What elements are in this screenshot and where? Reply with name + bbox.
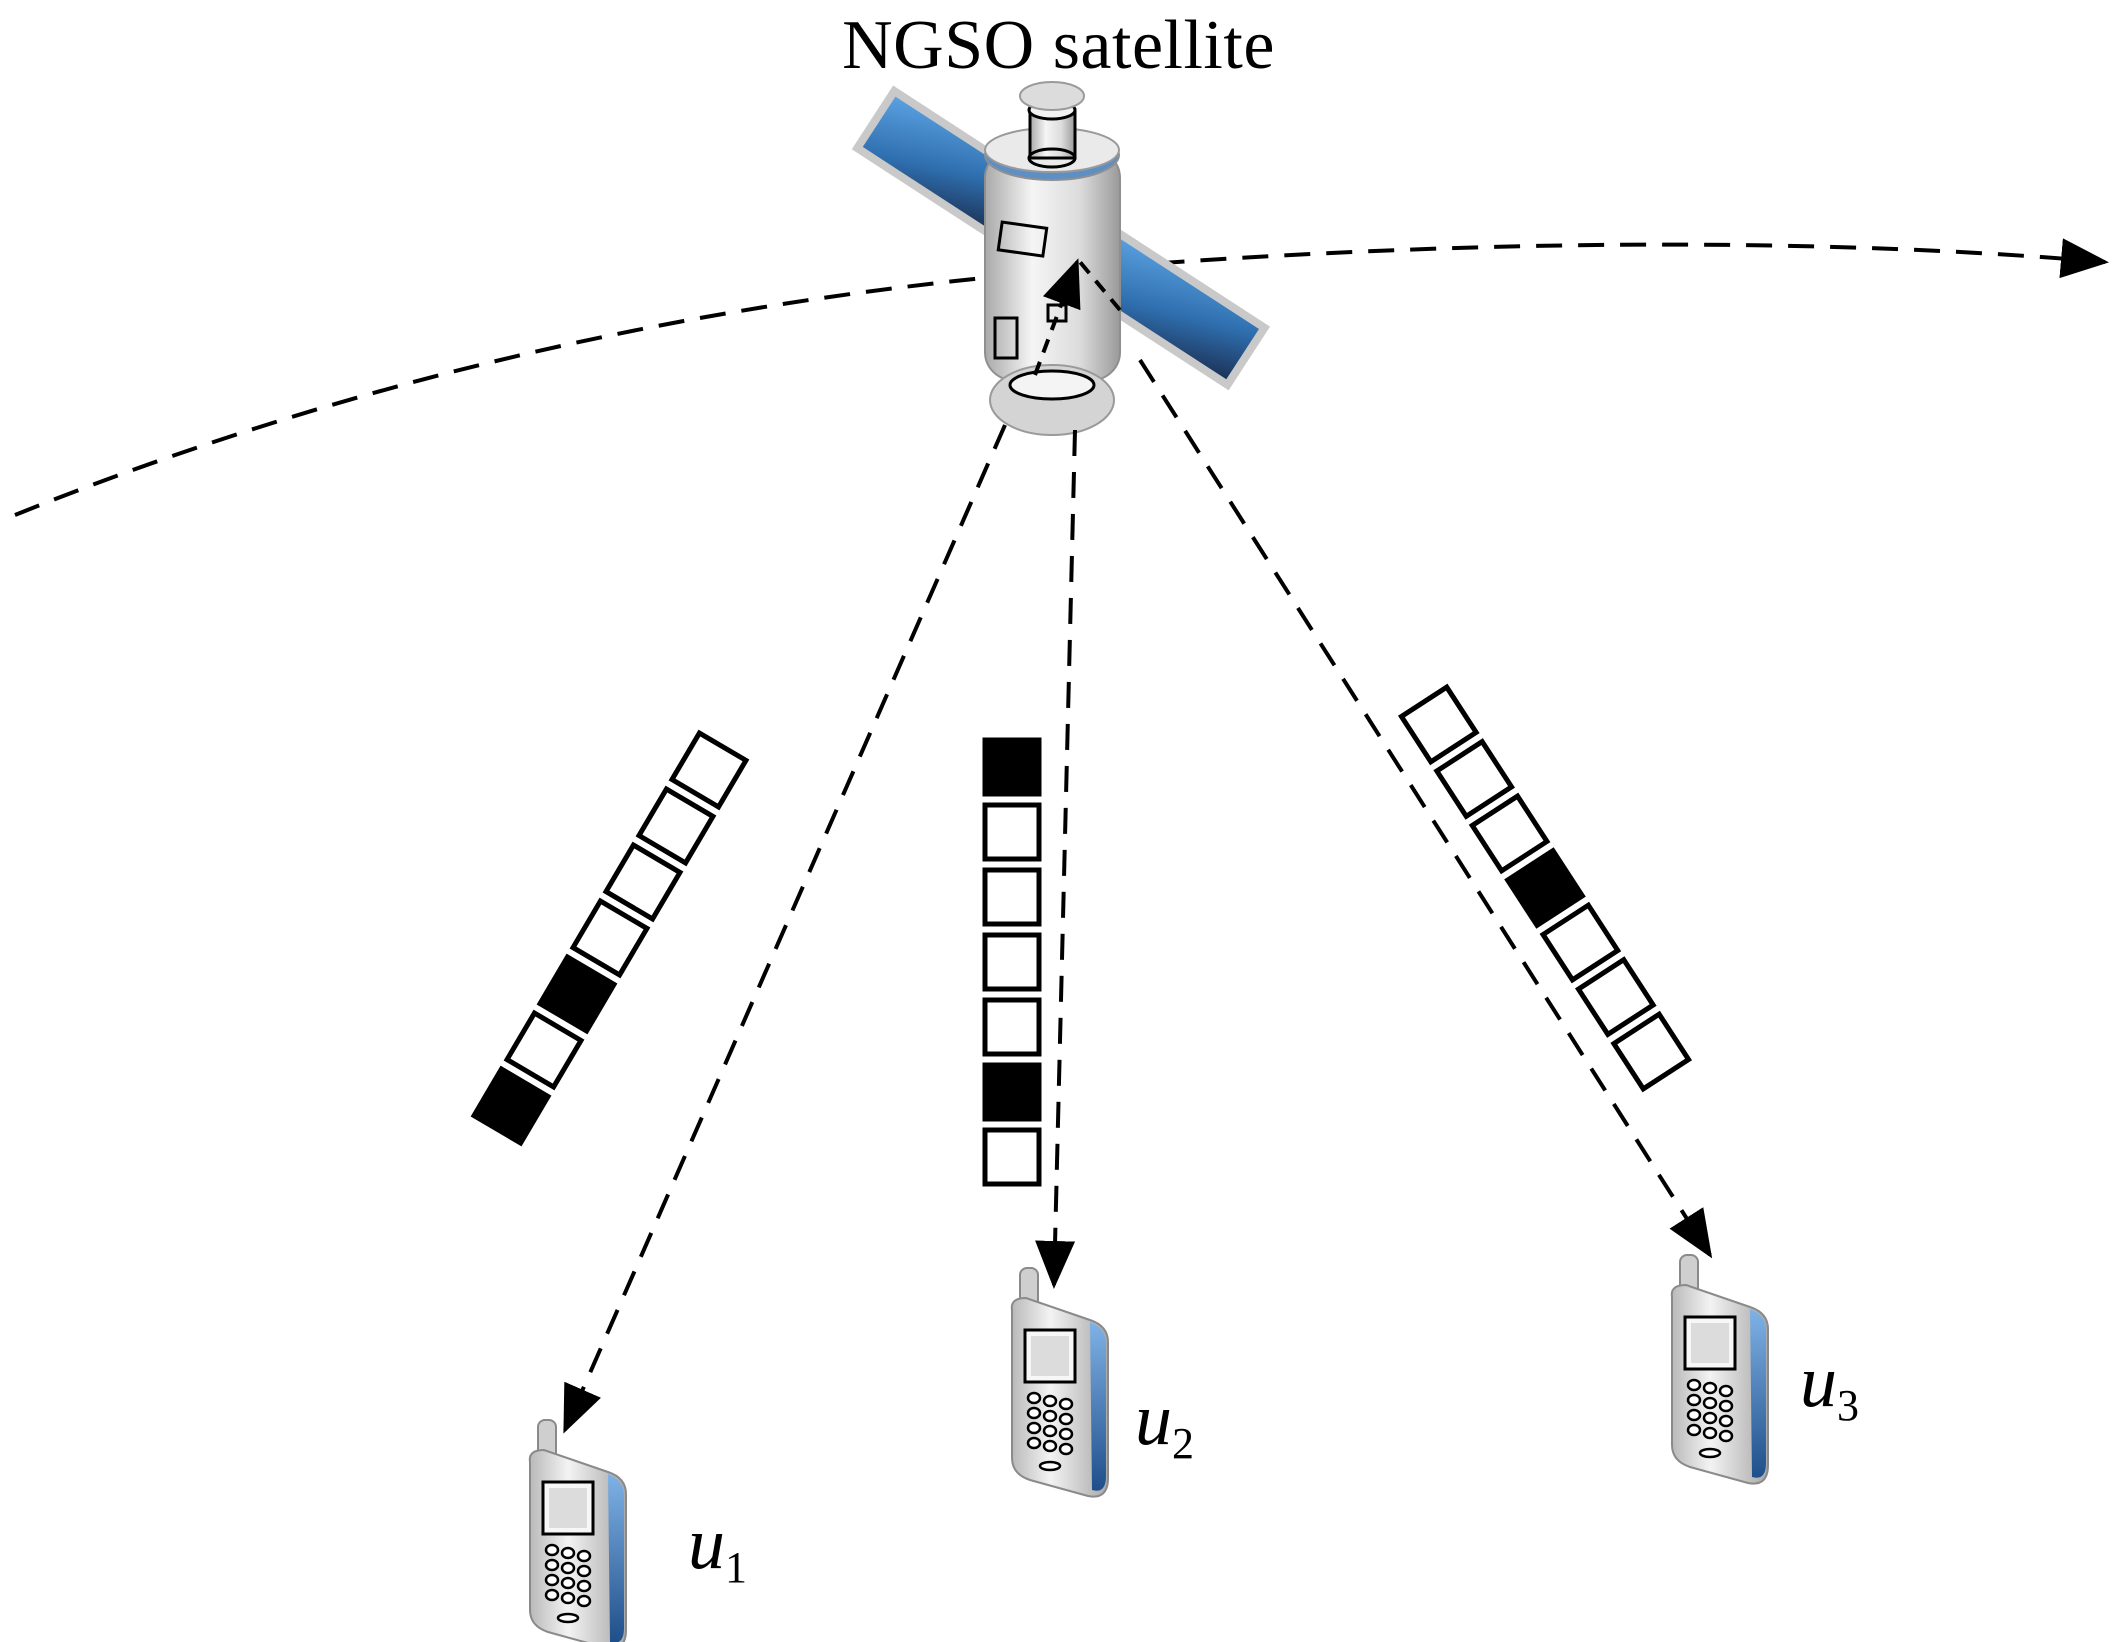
slot-empty <box>982 932 1042 992</box>
slot-filled <box>536 953 618 1035</box>
slot-empty <box>982 997 1042 1057</box>
phone-icon-u1 <box>528 1419 627 1642</box>
slot-empty <box>635 785 717 867</box>
slot-filled <box>982 1062 1042 1122</box>
satellite-icon <box>851 81 1271 436</box>
phone-icon-u2 <box>1010 1267 1109 1498</box>
slot-empty <box>602 841 684 923</box>
slot-strip-u3 <box>1397 683 1693 1093</box>
slot-empty <box>1433 738 1516 820</box>
slot-strip-u2 <box>982 737 1042 1187</box>
phone-icon-u3 <box>1670 1254 1769 1485</box>
uplink-u1 <box>1033 258 1081 376</box>
satellite-title: NGSO satellite <box>842 7 1275 84</box>
uplink-u3 <box>1078 260 1122 312</box>
slot-empty <box>569 897 651 979</box>
beam-u3 <box>1138 358 1713 1259</box>
slot-empty <box>1574 956 1657 1038</box>
user-label-u3: u3 <box>1800 1341 1859 1430</box>
slot-empty <box>503 1009 585 1091</box>
orbit-path <box>14 238 2109 517</box>
beam-u1 <box>563 424 1007 1434</box>
user-label-u1: u1 <box>688 1503 747 1592</box>
slot-filled <box>1504 847 1586 929</box>
slot-empty <box>668 729 750 811</box>
slot-empty <box>1468 792 1551 875</box>
slot-empty <box>1539 901 1622 984</box>
slot-empty <box>1397 683 1480 766</box>
slot-filled <box>982 737 1042 797</box>
slot-empty <box>982 867 1042 927</box>
slot-empty <box>982 1127 1042 1187</box>
user-label-u2: u2 <box>1135 1379 1194 1468</box>
slot-filled <box>470 1065 552 1147</box>
beam-u2 <box>1035 429 1077 1289</box>
slot-empty <box>982 802 1042 862</box>
slot-strip-u1 <box>470 729 750 1147</box>
slot-empty <box>1610 1010 1693 1093</box>
